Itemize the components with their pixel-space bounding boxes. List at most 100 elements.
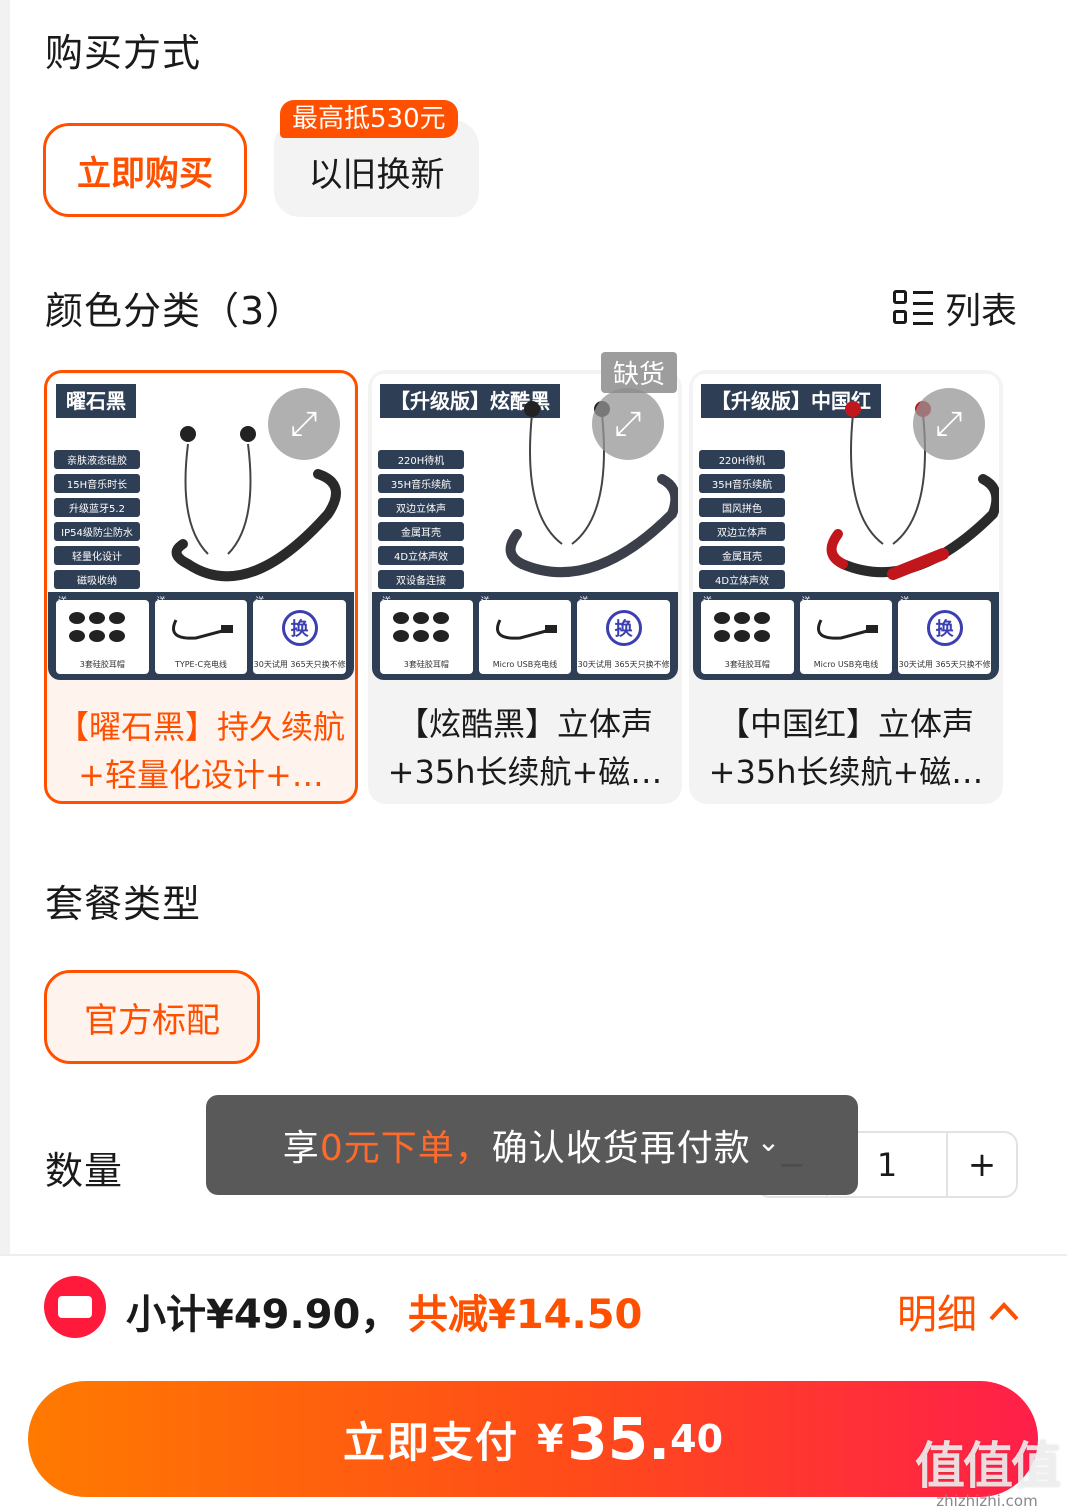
bundle-warranty: 送 换 30天试用 365天只换不修: [898, 597, 992, 674]
eartips-icon: [69, 612, 126, 642]
product-image: 【升级版】中国红 220H待机 35H音乐续航 国风拼色 双边立体声 金属耳壳 …: [693, 374, 999, 680]
pay-amount-integer: 35.: [567, 1405, 671, 1473]
bundle-label: 30天试用 365天只换不修: [253, 660, 346, 669]
feature-item: 轻量化设计: [54, 546, 140, 565]
gift-label: 送: [255, 597, 265, 607]
feature-item: 35H音乐续航: [699, 474, 785, 493]
gift-label: 送: [801, 597, 811, 607]
buy-now-label: 立即购买: [77, 153, 213, 194]
feature-item: 亲肤液态硅胶: [54, 450, 140, 469]
swap-icon: 换: [605, 610, 642, 646]
bundle-strip: 送 3套硅胶耳帽 送 Micro USB充电线 送 换 30天试用 365天只换…: [372, 592, 678, 680]
feature-item: 金属耳壳: [699, 546, 785, 565]
bundle-label: 30天试用 365天只换不修: [577, 660, 670, 669]
swap-icon: 换: [926, 610, 963, 646]
bundle-label: 3套硅胶耳帽: [724, 660, 770, 669]
bundle-label: Micro USB充电线: [492, 660, 558, 669]
feature-item: 升级蓝牙5.2: [54, 498, 140, 517]
feature-list: 220H待机 35H音乐续航 双边立体声 金属耳壳 4D立体声效 双设备连接: [378, 450, 464, 589]
feature-item: 15H音乐时长: [54, 474, 140, 493]
list-view-toggle[interactable]: 列表: [892, 282, 1017, 334]
watermark-url: zhizhizhi.com: [936, 1492, 1038, 1510]
feature-item: 双边立体声: [699, 522, 785, 541]
price-detail-toggle[interactable]: 明细: [897, 1282, 1019, 1340]
bundle-warranty: 送 换 30天试用 365天只换不修: [577, 597, 671, 674]
official-standard-option[interactable]: 官方标配: [44, 970, 260, 1064]
package-type-title: 套餐类型: [45, 882, 202, 926]
feature-item: IP54级防尘防水: [54, 522, 140, 541]
gift-label: 送: [382, 597, 392, 607]
official-standard-label: 官方标配: [84, 1000, 220, 1041]
gift-label: 送: [703, 597, 713, 607]
color-option-label: 【炫酷黑】立体声+35h长续航+磁…: [387, 705, 663, 791]
out-of-stock-badge: 缺货: [601, 352, 678, 393]
feature-list: 220H待机 35H音乐续航 国风拼色 双边立体声 金属耳壳 4D立体声效: [699, 450, 785, 589]
feature-item: 金属耳壳: [378, 522, 464, 541]
subtotal-text: 小计¥49.90，: [126, 1292, 401, 1338]
bundle-eartips: 送 3套硅胶耳帽: [701, 597, 794, 674]
gift-label: 送: [156, 597, 166, 607]
bundle-cable: 送 TYPE-C充电线: [154, 597, 248, 674]
feature-item: 国风拼色: [699, 498, 785, 517]
pay-amount-decimal: 40: [670, 1417, 724, 1461]
trade-in-promo-tag: 最高抵530元: [280, 100, 458, 138]
color-option-cool-black[interactable]: 【升级版】炫酷黑 220H待机 35H音乐续航 双边立体声 金属耳壳 4D立体声…: [368, 370, 682, 804]
feature-item: 35H音乐续航: [378, 474, 464, 493]
bundle-label: Micro USB充电线: [813, 660, 879, 669]
feature-item: 4D立体声效: [378, 546, 464, 565]
feature-item: 双设备连接: [378, 570, 464, 589]
pay-now-button[interactable]: 立即支付 ¥ 35. 40: [28, 1381, 1038, 1497]
feature-item: 220H待机: [378, 450, 464, 469]
cable-icon: [817, 619, 878, 640]
bundle-eartips: 送 3套硅胶耳帽: [380, 597, 473, 674]
gift-label: 送: [900, 597, 910, 607]
eartips-icon: [393, 612, 450, 642]
feature-item: 220H待机: [699, 450, 785, 469]
toast-prefix: 享: [282, 1128, 320, 1169]
bundle-strip: 送 3套硅胶耳帽 送 TYPE-C充电线 送 换 30天试用 365天只换不修: [48, 592, 354, 680]
toast-highlight: 0元下单，: [319, 1128, 492, 1169]
color-category-title: 颜色分类（3）: [45, 289, 305, 333]
gift-label: 送: [58, 597, 68, 607]
color-option-obsidian-black[interactable]: 曜石黑 亲肤液态硅胶 15H音乐时长 升级蓝牙5.2 IP54级防尘防水 轻量化…: [44, 370, 358, 804]
expand-image-icon[interactable]: ⤢: [592, 388, 664, 460]
bundle-cable: 送 Micro USB充电线: [478, 597, 572, 674]
feature-item: 4D立体声效: [699, 570, 785, 589]
feature-item: 双边立体声: [378, 498, 464, 517]
watermark-logo: 值值值: [915, 1437, 1061, 1495]
color-option-china-red[interactable]: 【升级版】中国红 220H待机 35H音乐续航 国风拼色 双边立体声 金属耳壳 …: [689, 370, 1003, 804]
feature-list: 亲肤液态硅胶 15H音乐时长 升级蓝牙5.2 IP54级防尘防水 轻量化设计 磁…: [54, 450, 140, 589]
chevron-up-icon: [989, 1302, 1019, 1321]
cable-icon: [496, 619, 557, 640]
buy-now-option[interactable]: 立即购买: [43, 123, 247, 217]
detail-label: 明细: [897, 1292, 977, 1338]
bundle-cable: 送 Micro USB充电线: [799, 597, 893, 674]
gift-label: 送: [480, 597, 490, 607]
list-view-icon: [892, 288, 935, 328]
chevron-down-icon: ⌄: [756, 1124, 782, 1158]
toast-suffix: 确认收货再付款: [491, 1128, 751, 1169]
product-image: 【升级版】炫酷黑 220H待机 35H音乐续航 双边立体声 金属耳壳 4D立体声…: [372, 374, 678, 680]
site-watermark: 值值值 zhizhizhi.com: [915, 1426, 1061, 1510]
left-edge-strip: [0, 0, 10, 1255]
bundle-eartips: 送 3套硅胶耳帽: [56, 597, 149, 674]
bundle-warranty: 送 换 30天试用 365天只换不修: [253, 597, 347, 674]
footer-divider: [0, 1254, 1067, 1256]
pay-later-toast[interactable]: 享 0元下单， 确认收货再付款 ⌄: [206, 1095, 858, 1195]
product-image: 曜石黑 亲肤液态硅胶 15H音乐时长 升级蓝牙5.2 IP54级防尘防水 轻量化…: [48, 374, 354, 680]
discount-text: 共减¥14.50: [408, 1292, 643, 1338]
coupon-ticket-icon: [44, 1276, 106, 1338]
increase-button[interactable]: +: [967, 1144, 997, 1185]
pay-now-label: 立即支付: [342, 1417, 519, 1467]
eartips-icon: [714, 612, 771, 642]
image-variant-tag: 曜石黑: [56, 384, 136, 418]
list-view-label: 列表: [944, 291, 1017, 332]
cable-icon: [172, 619, 233, 640]
color-option-label: 【中国红】立体声+35h长续航+磁…: [708, 705, 984, 791]
expand-image-icon[interactable]: ⤢: [913, 388, 985, 460]
expand-image-icon[interactable]: ⤢: [268, 388, 340, 460]
trade-in-label: 以旧换新: [308, 155, 445, 195]
neckband-earphone-illustration: [171, 426, 341, 582]
pay-currency: ¥: [536, 1417, 564, 1461]
gift-label: 送: [579, 597, 589, 607]
